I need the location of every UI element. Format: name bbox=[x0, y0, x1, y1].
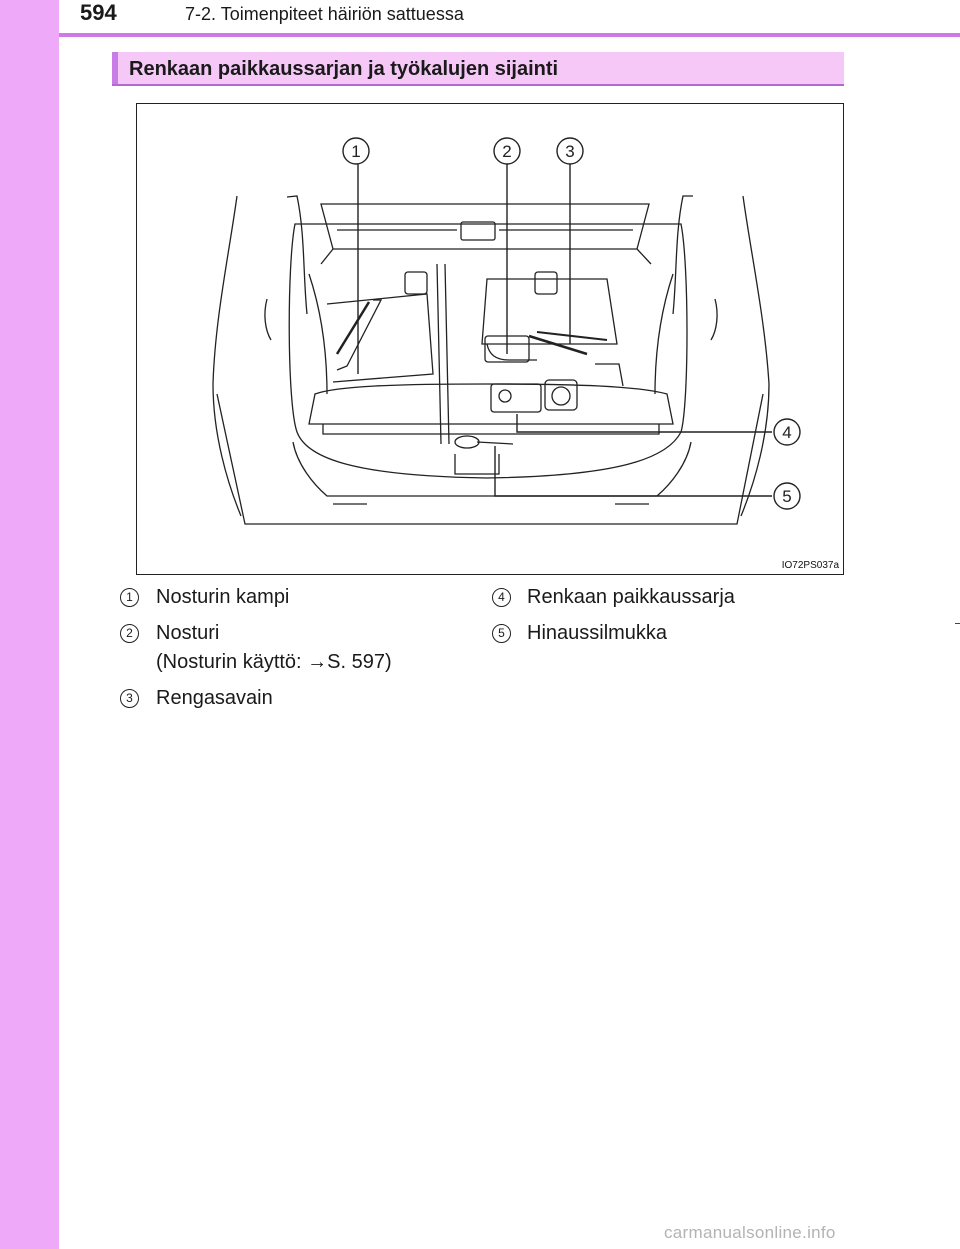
section-heading: Renkaan paikkaussarjan ja työkalujen sij… bbox=[112, 52, 844, 86]
callout-5: 5 bbox=[782, 487, 791, 506]
callout-4: 4 bbox=[782, 423, 791, 442]
callout-3: 3 bbox=[565, 142, 574, 161]
item-3-badge: 3 bbox=[120, 689, 139, 708]
item-2-badge: 2 bbox=[120, 624, 139, 643]
margin-tick bbox=[955, 623, 960, 624]
trunk-illustration: 1 2 3 4 5 IO72PS037a bbox=[136, 103, 844, 575]
item-1-badge: 1 bbox=[120, 588, 139, 607]
callout-2: 2 bbox=[502, 142, 511, 161]
item-5-label: Hinaussilmukka bbox=[527, 622, 668, 644]
figure-code: IO72PS037a bbox=[781, 560, 839, 571]
section-accent bbox=[112, 52, 118, 84]
item-3-label: Rengasavain bbox=[156, 687, 273, 709]
header-divider bbox=[59, 33, 960, 37]
chapter-title: 7-2. Toimenpiteet häiriön sattuessa bbox=[185, 4, 464, 24]
item-2-note: (Nosturin käyttö: →S. 597) bbox=[156, 651, 392, 673]
callout-1: 1 bbox=[351, 142, 360, 161]
item-1-label: Nosturin kampi bbox=[156, 586, 290, 608]
item-2-label: Nosturi bbox=[156, 622, 220, 644]
page-number: 594 bbox=[80, 0, 117, 25]
watermark: carmanualsonline.info bbox=[664, 1223, 836, 1242]
item-4-label: Renkaan paikkaussarja bbox=[527, 586, 735, 608]
item-4-badge: 4 bbox=[492, 588, 511, 607]
chapter-side-strip bbox=[0, 0, 59, 1249]
item-5-badge: 5 bbox=[492, 624, 511, 643]
trunk-drawing: 1 2 3 4 5 bbox=[212, 137, 801, 525]
section-title: Renkaan paikkaussarjan ja työkalujen sij… bbox=[129, 58, 559, 80]
